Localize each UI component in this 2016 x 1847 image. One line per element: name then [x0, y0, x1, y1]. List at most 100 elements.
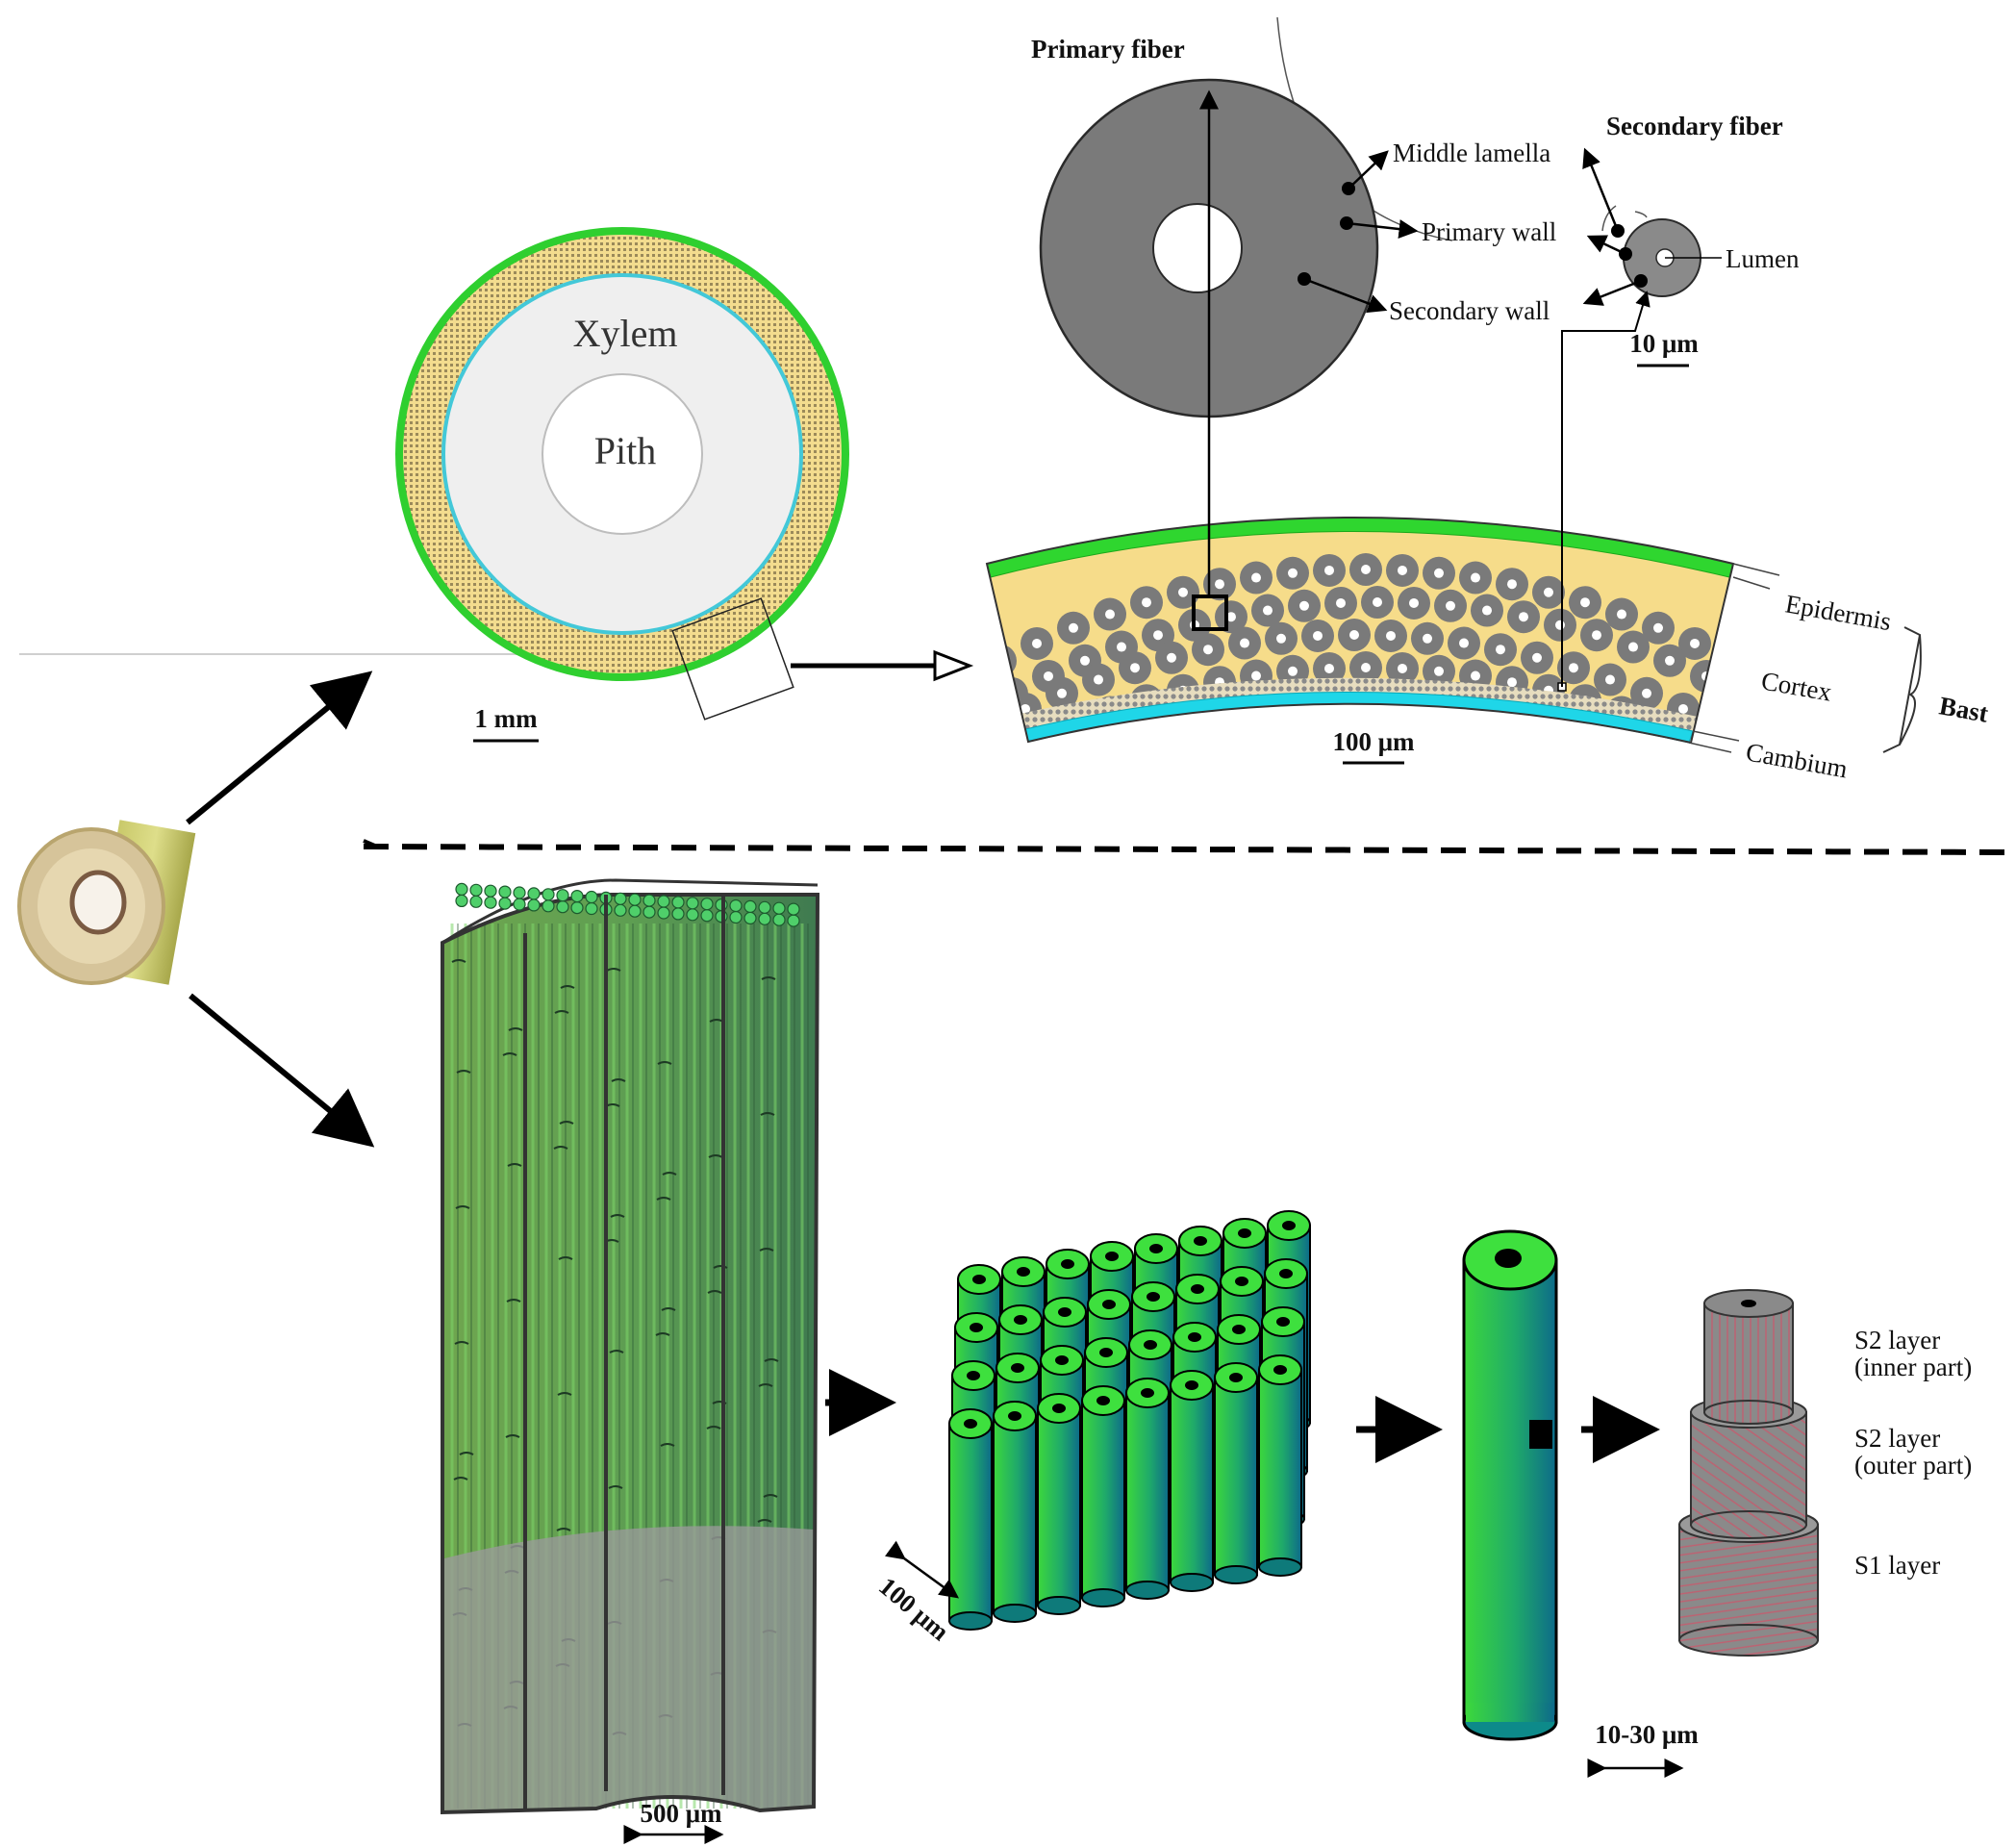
bast-fiber-lumen	[1605, 674, 1615, 685]
bast-fiber-lumen	[1667, 770, 1676, 779]
segment-fiber-end	[513, 898, 526, 911]
bast-fiber-lumen	[1446, 600, 1455, 611]
single-fiber: 10-30 μm	[1462, 1229, 1699, 1778]
segment-fiber-joint	[502, 1052, 517, 1056]
segment-fiber-joint	[505, 1434, 520, 1438]
segment-fiber-end	[527, 887, 541, 900]
bast-fiber-lumen	[1580, 597, 1590, 608]
bast-fiber-lumen	[1080, 655, 1090, 666]
segment-fiber-joint	[453, 1477, 468, 1480]
segment-fiber-joint	[758, 1383, 773, 1387]
bast-fiber-lumen	[1069, 622, 1078, 633]
bast-fiber-lumen	[1434, 666, 1444, 676]
scale-label-10-30um: 10-30 μm	[1595, 1720, 1699, 1749]
zoom-box	[671, 597, 794, 721]
bast-fiber-lumen	[1555, 620, 1565, 630]
segment-fiber-end	[455, 882, 468, 897]
segment-fiber-end	[643, 905, 656, 919]
primary-fiber: Primary fiber Middle lamella Primary wal…	[1031, 16, 1556, 595]
hemp-stem-photo	[17, 653, 539, 985]
bast-fiber-lumen	[1361, 663, 1371, 672]
bast-fiber-lumen	[1373, 597, 1382, 607]
bast-fiber-lumen	[1459, 638, 1469, 648]
bast-fiber-lumen	[1203, 645, 1213, 655]
secondary-wall-label: Secondary wall	[1389, 296, 1550, 325]
segment-fiber-end	[657, 895, 670, 908]
segment-fiber-end	[585, 890, 598, 904]
segment-fiber-joint	[606, 968, 621, 972]
segment-fiber-end	[787, 902, 800, 916]
segment-fiber-end	[671, 896, 685, 909]
segment-fiber-end	[700, 898, 714, 911]
bast-fiber-lumen	[1628, 642, 1638, 652]
segment-fiber-end	[469, 895, 483, 908]
bast-fiber-lumen	[1117, 642, 1126, 652]
segment-fiber-joint	[451, 959, 466, 963]
bast-fiber-lumen	[1665, 655, 1675, 666]
bundle-fiber	[1170, 1370, 1214, 1592]
segment-fiber-end	[570, 900, 584, 915]
segment-fiber-joint	[554, 1010, 569, 1014]
bast-fiber-lumen	[1592, 630, 1601, 641]
bast-fiber-lumen	[1386, 630, 1396, 641]
bast-fiber-lumen	[1009, 770, 1019, 779]
bast-fiber-lumen	[1557, 728, 1567, 739]
stem-segment-3d: 500 μm	[441, 878, 820, 1844]
bast-fiber-lumen	[1361, 565, 1371, 574]
bast-fiber-lumen	[1155, 718, 1165, 728]
bast-fiber-lumen	[1044, 670, 1053, 681]
segment-fiber-end	[498, 885, 512, 898]
bast-fiber-lumen	[1630, 754, 1640, 764]
segment-fiber-joint	[459, 1452, 474, 1455]
bast-fiber-lumen	[1167, 652, 1176, 663]
cortex-label: Cortex	[1759, 666, 1834, 706]
segment-fiber-joint	[757, 1519, 772, 1523]
bast-fiber-cell	[997, 758, 1030, 791]
segment-fiber-joint	[713, 1265, 728, 1269]
segment-fiber-end	[758, 900, 771, 914]
bast-fiber-lumen	[1142, 597, 1151, 608]
bast-fiber-lumen	[1215, 579, 1224, 590]
segment-fiber-joint	[556, 1528, 571, 1531]
segment-fiber-end	[686, 908, 699, 922]
segment-fiber-end	[455, 894, 468, 908]
segment-fiber-end	[542, 888, 555, 901]
segment-fiber-joint	[655, 1332, 670, 1336]
bast-fiber-lumen	[991, 721, 994, 731]
segment-fiber-end	[484, 884, 497, 898]
primary-fiber-select-box	[1192, 595, 1228, 631]
secondary-fiber: Secondary fiber Lumen 10 μm	[1561, 112, 1800, 687]
segment-fiber-end	[628, 904, 642, 918]
stage-arrows	[825, 1369, 1660, 1463]
bast-fiber-lumen	[1349, 630, 1359, 640]
middle-lamella-label: Middle lamella	[1393, 139, 1550, 167]
segment-fiber-end	[527, 898, 541, 912]
segment-fiber-joint	[608, 1485, 623, 1489]
segment-fiber-joint	[657, 1061, 672, 1065]
bast-fiber-lumen	[1288, 568, 1298, 578]
bast-fiber-lumen	[1642, 688, 1651, 698]
bast-fiber-lumen	[1569, 663, 1578, 673]
scale-label-500um: 500 μm	[640, 1799, 722, 1828]
segment-fiber-joint	[507, 1163, 522, 1167]
segment-fiber-end	[585, 901, 598, 916]
segment-fiber-end	[729, 898, 743, 913]
bast-fiber-cell	[1582, 728, 1615, 741]
segment-fiber-end	[513, 886, 526, 899]
segment-fiber-joint	[557, 1392, 572, 1396]
bast-fiber-lumen	[1251, 572, 1261, 583]
bast-fiber-cell	[1715, 743, 1748, 775]
bast-fiber-lumen	[1299, 600, 1309, 611]
bast-fiber-lumen	[1715, 721, 1725, 731]
bast-fiber-lumen	[1496, 645, 1505, 655]
segment-fiber-end	[743, 899, 757, 914]
segment-fiber-end	[469, 883, 483, 897]
segment-fiber-end	[643, 894, 656, 907]
segment-fiber-joint	[611, 1078, 626, 1082]
bast-cross-section: 100 μm	[984, 517, 1780, 791]
segment-fiber-end	[484, 896, 497, 909]
bast-fiber-cell	[984, 743, 1017, 775]
bast-fiber-lumen	[1178, 587, 1188, 597]
bast-fiber-lumen	[1007, 689, 1017, 698]
bast-fiber-lumen	[1434, 568, 1444, 578]
